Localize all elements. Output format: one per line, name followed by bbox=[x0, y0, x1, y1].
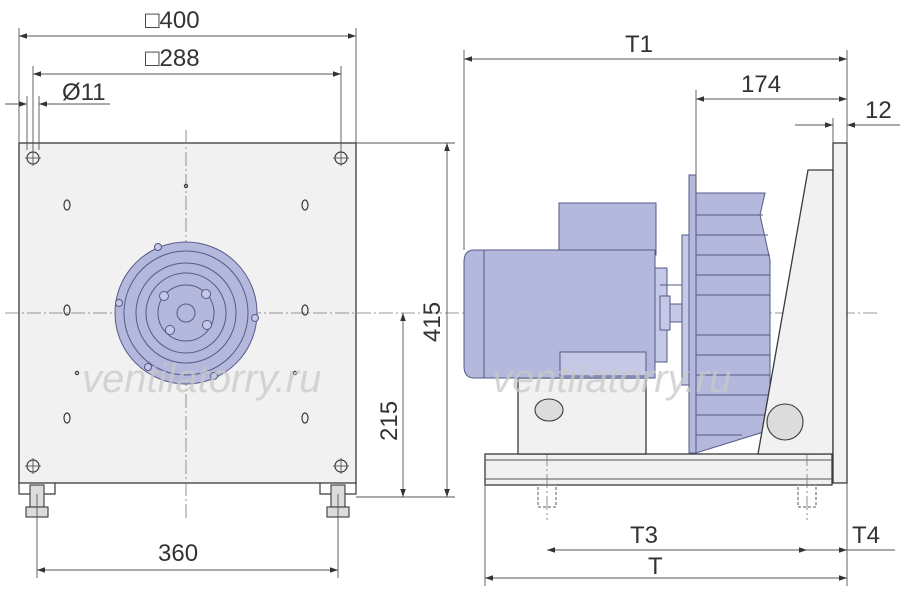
dim-base-holes: T3 bbox=[630, 522, 658, 549]
front-view: □400 □288 Ø11 415 215 360 bbox=[5, 7, 880, 578]
dim-flange-bolt: □288 bbox=[145, 45, 200, 72]
front-dimensions bbox=[5, 28, 455, 578]
watermark-right: ventilatorry.ru bbox=[492, 357, 731, 401]
dim-hole-diameter: Ø11 bbox=[62, 79, 106, 106]
dim-impeller-depth: 174 bbox=[741, 71, 781, 98]
dim-total-length: T1 bbox=[625, 31, 653, 58]
watermark-left: ventilatorry.ru bbox=[82, 357, 321, 401]
side-dimensions bbox=[463, 50, 900, 586]
front-feet bbox=[18, 483, 357, 518]
dim-height: 415 bbox=[419, 302, 446, 342]
pedestal-hole bbox=[534, 398, 564, 422]
plate-slots bbox=[63, 183, 309, 424]
motor bbox=[463, 202, 690, 379]
side-view: T1 174 12 T3 T T4 bbox=[463, 31, 900, 586]
dim-axis-height: 215 bbox=[376, 401, 403, 441]
base-frame bbox=[484, 453, 833, 486]
side-flange bbox=[832, 142, 848, 484]
dim-foot-spacing: 360 bbox=[158, 540, 198, 567]
impeller bbox=[681, 174, 771, 454]
dim-offset: T4 bbox=[852, 522, 880, 549]
dim-flange-thickness: 12 bbox=[865, 97, 892, 124]
inlet-opening bbox=[766, 403, 804, 441]
corner-holes bbox=[25, 150, 349, 474]
dim-base-length: T bbox=[648, 553, 663, 580]
dim-flange-outer: □400 bbox=[145, 7, 200, 34]
motor-flange bbox=[114, 241, 259, 385]
